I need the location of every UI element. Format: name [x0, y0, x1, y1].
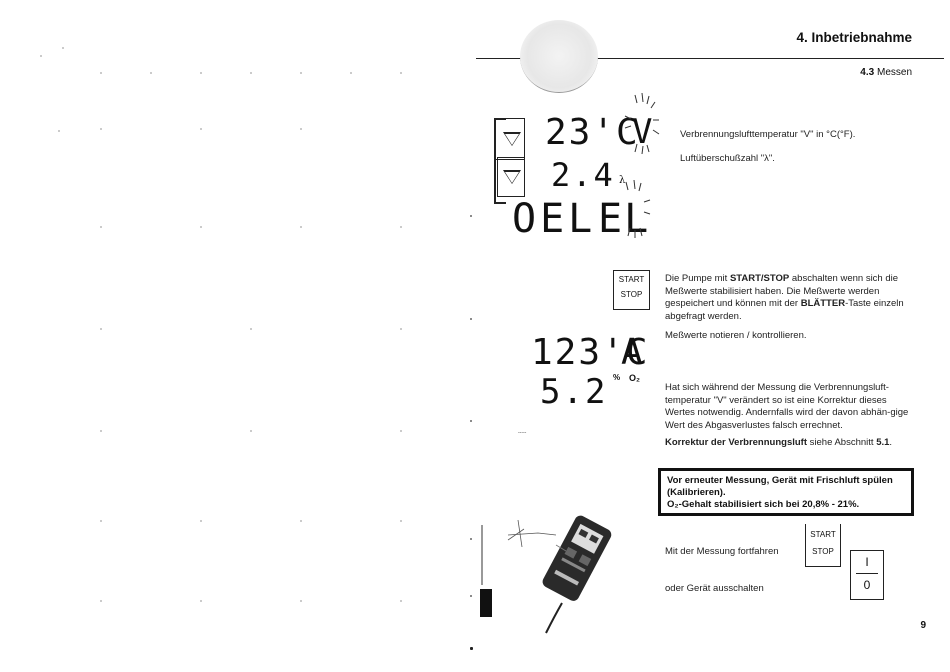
fuel-label: OEL — [512, 196, 597, 242]
stop-label: STOP — [812, 547, 834, 556]
pump-text-3: -Taste einzeln abgefragt werden. — [665, 298, 904, 322]
calibration-notice-box: Vor erneuter Messung, Gerät mit Frischlu… — [658, 468, 914, 516]
start-label: START — [618, 275, 645, 284]
section-number: 4.3 — [860, 67, 875, 78]
pump-text-2: abschalten wenn sich die Meßwerte stabil… — [665, 273, 899, 309]
blaetter-keyword: BLÄTTER — [800, 298, 846, 309]
stop-label: STOP — [620, 290, 643, 299]
page-number: 9 — [920, 620, 926, 631]
bracket-frame — [494, 118, 506, 204]
fuel-indicator: EL — [598, 196, 651, 242]
power-button[interactable]: I 0 — [850, 550, 884, 600]
lambda-reading: 2.4 — [551, 156, 615, 194]
power-off-label: 0 — [863, 578, 871, 592]
correction-bold: Korrektur der Verbrennungsluft — [665, 437, 807, 448]
calibration-line-1: Vor erneuter Messung, Gerät mit Frischlu… — [667, 475, 893, 498]
start-stop-button[interactable]: START STOP — [805, 524, 841, 567]
lambda-description: Luftüberschußzahl "λ". — [680, 153, 775, 164]
section-heading: 4.3 Messen — [800, 67, 912, 78]
start-stop-button[interactable]: START STOP — [613, 270, 650, 310]
blink-rays-icon — [625, 180, 651, 238]
temp-reading: 23'C — [545, 112, 640, 153]
continue-text: Mit der Messung fortfahren — [665, 546, 779, 557]
o2-unit: O₂ — [629, 373, 640, 383]
temp-change-text: Hat sich während der Messung die Verbren… — [665, 382, 909, 431]
correction-rest: siehe Abschnitt — [807, 437, 877, 448]
power-on-label: I — [865, 555, 869, 569]
off-text: oder Gerät ausschalten — [665, 583, 764, 594]
temp-indicator: V — [632, 112, 655, 152]
note-text: Meßwerte notieren / kontrollieren. — [665, 330, 807, 341]
o2-value: 5.2 — [540, 372, 608, 412]
stored-flag: A — [621, 332, 645, 373]
header-rule — [476, 58, 944, 59]
stored-temp: 123'C — [531, 332, 650, 373]
section-title: Messen — [876, 67, 912, 78]
correction-end: . — [889, 437, 893, 448]
blink-rays-icon — [624, 92, 660, 155]
temp-description: Verbrennungslufttemperatur "V" in °C(°F)… — [680, 129, 856, 140]
pump-instruction: Die Pumpe mit START/STOP abschalten wenn… — [665, 273, 913, 323]
power-divider — [856, 573, 878, 574]
correction-reference: Korrektur der Verbrennungsluft siehe Abs… — [665, 437, 925, 450]
start-label: START — [810, 530, 836, 539]
o2-percent: % — [613, 373, 621, 382]
button-frame-1 — [494, 118, 525, 160]
down-arrow-icon[interactable] — [503, 132, 521, 146]
lambda-symbol: λ — [619, 175, 626, 186]
chapter-title: 4. Inbetriebnahme — [796, 30, 912, 45]
start-stop-keyword: START/STOP — [729, 273, 790, 284]
stored-dash: ----- — [518, 430, 527, 436]
measuring-device-illustration — [480, 515, 612, 634]
down-arrow-icon[interactable] — [503, 170, 521, 184]
calibration-line-2: O₂-Gehalt stabilisiert sich bei 20,8% - … — [667, 499, 860, 510]
button-frame-2 — [497, 157, 525, 197]
correction-ref: 5.1 — [876, 437, 890, 448]
header-logo — [520, 20, 598, 93]
pump-text-1: Die Pumpe mit — [665, 273, 730, 284]
